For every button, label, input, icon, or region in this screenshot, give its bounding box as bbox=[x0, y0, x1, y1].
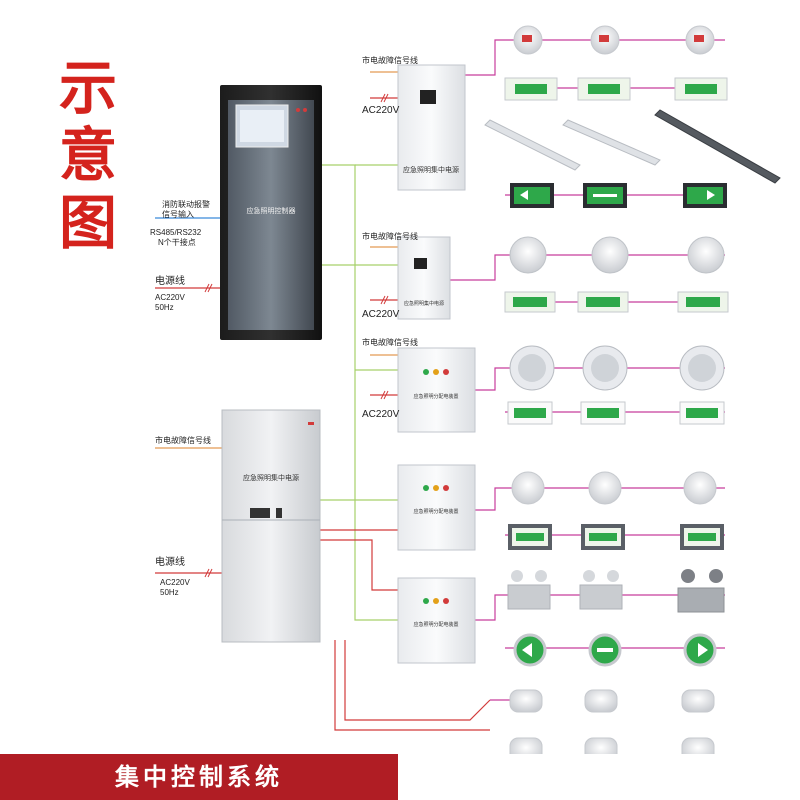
row-4-arrow-signs bbox=[510, 183, 727, 208]
twin-spotlight-icon bbox=[507, 570, 551, 610]
title-char-2: 意 bbox=[58, 121, 117, 189]
box1-fault-label: 市电故障信号线 bbox=[362, 56, 418, 65]
tube-lamp-icon bbox=[562, 119, 661, 166]
ceiling-lamp-icon bbox=[681, 689, 715, 713]
ctrl-power-label: 电源线 bbox=[155, 276, 185, 287]
downlight-icon bbox=[591, 236, 629, 274]
row-1-round-lamps bbox=[513, 25, 715, 55]
ctrl-power-hz: 50Hz bbox=[155, 303, 174, 312]
round-arrow-left-icon bbox=[513, 633, 547, 667]
row-13-ceiling-lamps bbox=[509, 689, 715, 713]
dist-box-5: 应急照明分配电装置 bbox=[397, 577, 476, 664]
tube-lamp-icon bbox=[654, 109, 781, 184]
row-9-round-lamps bbox=[511, 471, 717, 505]
cps-power-ac: AC220V bbox=[160, 578, 190, 587]
exit-sign-icon bbox=[674, 77, 728, 101]
dist-box-1-label: 应急照明集中电源 bbox=[403, 165, 459, 174]
ceiling-lamp-icon bbox=[509, 689, 543, 713]
row-5-downlights bbox=[509, 236, 725, 274]
central-power-label: 应急照明集中电源 bbox=[243, 473, 299, 482]
dist-box-3: 应急照明分配电装置 bbox=[397, 347, 476, 433]
title-char-1: 示 bbox=[58, 54, 117, 122]
lamp-icon bbox=[513, 25, 543, 55]
dist-box-1: 应急照明集中电源 bbox=[397, 64, 466, 191]
exit-sign-icon bbox=[507, 401, 553, 425]
box1-ac-label: AC220V bbox=[362, 105, 400, 116]
dist-box-3-label: 应急照明分配电装置 bbox=[413, 393, 458, 400]
exit-sign-icon bbox=[508, 524, 552, 550]
footer-banner: 集中控制系统 bbox=[0, 754, 398, 800]
row-7-led-lamps bbox=[509, 345, 725, 391]
power-red-1 bbox=[320, 539, 398, 591]
exit-sign-icon bbox=[577, 77, 631, 101]
arrow-right-sign-icon bbox=[683, 183, 727, 208]
round-arrow-right-icon bbox=[683, 633, 717, 667]
box2-ac-label: AC220V bbox=[362, 309, 400, 320]
lamp-icon bbox=[590, 25, 620, 55]
bus-green-1 bbox=[322, 164, 398, 621]
exit-sign-icon bbox=[580, 401, 626, 425]
controller-label: 应急照明控制器 bbox=[247, 206, 296, 215]
exit-sign-icon bbox=[581, 524, 625, 550]
row-12-round-arrow-signs bbox=[513, 633, 717, 667]
row-2-exit-signs bbox=[504, 77, 728, 101]
round-arrow-both-icon bbox=[588, 633, 622, 667]
dist-box-2-label: 应急照明集中电源 bbox=[404, 300, 444, 307]
exit-sign-icon bbox=[680, 524, 724, 550]
row-8-exit-signs bbox=[507, 401, 725, 425]
power-red-3 bbox=[344, 640, 491, 721]
dist-box-5-label: 应急照明分配电装置 bbox=[413, 621, 458, 628]
arrow-both-sign-icon bbox=[583, 183, 627, 208]
footer-strip bbox=[398, 754, 800, 800]
lamp-icon bbox=[685, 25, 715, 55]
row-10-exit-signs bbox=[508, 524, 724, 550]
fire-link-label-1: 消防联动报警 bbox=[162, 200, 210, 209]
row-11-twin-spotlights bbox=[507, 569, 725, 613]
ceiling-lamp-icon bbox=[584, 689, 618, 713]
twin-spotlight-icon bbox=[579, 570, 623, 610]
out-2 bbox=[450, 254, 505, 281]
box3-ac-label: AC220V bbox=[362, 409, 400, 420]
dist-box-4: 应急照明分配电装置 bbox=[397, 464, 476, 551]
exit-sign-icon bbox=[677, 291, 729, 313]
arrow-left-sign-icon bbox=[510, 183, 554, 208]
cps-fault-label: 市电故障信号线 bbox=[155, 436, 211, 445]
led-lamp-icon bbox=[679, 345, 725, 391]
led-lamp-icon bbox=[582, 345, 628, 391]
downlight-icon bbox=[687, 236, 725, 274]
fire-link-label-2: 信号输入 bbox=[162, 210, 194, 219]
cps-power-hz: 50Hz bbox=[160, 588, 179, 597]
exit-sign-icon bbox=[504, 77, 558, 101]
row-3-tube-lamps bbox=[484, 109, 781, 184]
box3-fault-label: 市电故障信号线 bbox=[362, 338, 418, 347]
dist-box-4-label: 应急照明分配电装置 bbox=[413, 508, 458, 515]
out-3 bbox=[475, 367, 505, 391]
out-5 bbox=[475, 594, 505, 621]
led-lamp-icon bbox=[509, 345, 555, 391]
title-char-3: 图 bbox=[58, 189, 117, 257]
exit-sign-icon bbox=[577, 291, 629, 313]
row-6-exit-signs bbox=[504, 291, 729, 313]
exit-sign-icon bbox=[504, 291, 556, 313]
tube-lamp-icon bbox=[484, 119, 581, 171]
twin-spotlight-icon bbox=[677, 569, 725, 613]
lamp-icon bbox=[511, 471, 545, 505]
out-1 bbox=[465, 39, 505, 76]
central-power-cabinet: 应急照明集中电源 bbox=[221, 409, 321, 643]
box2-fault-label: 市电故障信号线 bbox=[362, 232, 418, 241]
downlight-icon bbox=[509, 236, 547, 274]
rs-label-2: N个干接点 bbox=[158, 238, 196, 247]
cps-power-label: 电源线 bbox=[155, 557, 185, 568]
controller-cabinet: 应急照明控制器 bbox=[220, 85, 322, 340]
out-4 bbox=[475, 487, 505, 511]
power-red-4 bbox=[334, 640, 490, 731]
ctrl-power-ac: AC220V bbox=[155, 293, 185, 302]
rs-label-1: RS485/RS232 bbox=[150, 228, 202, 237]
lamp-icon bbox=[588, 471, 622, 505]
exit-sign-icon bbox=[679, 401, 725, 425]
dist-box-2: 应急照明集中电源 bbox=[397, 236, 451, 320]
lamp-icon bbox=[683, 471, 717, 505]
